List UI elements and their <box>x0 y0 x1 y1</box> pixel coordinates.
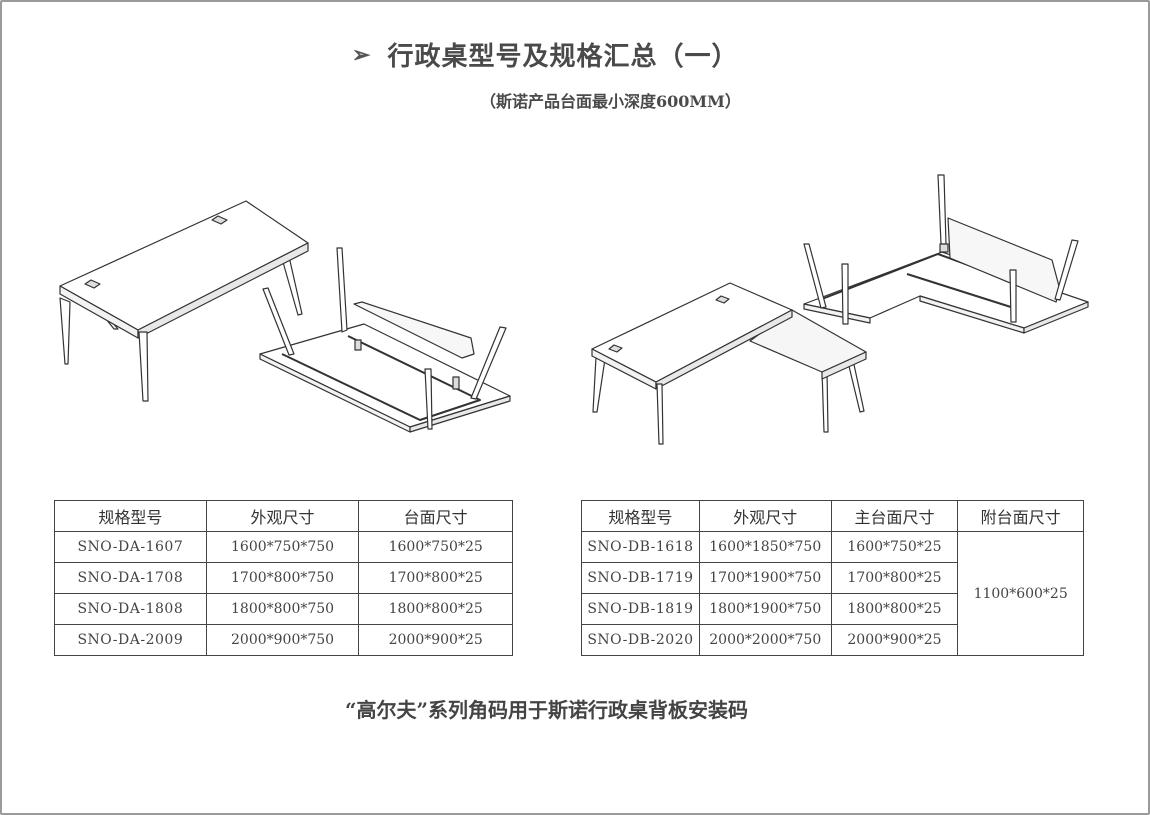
arrow-bullet-icon: ➢ <box>352 41 372 68</box>
table-row: SNO-DA-1708 1700*800*750 1700*800*25 <box>54 562 513 594</box>
table-cell: SNO-DB-1719 <box>581 562 700 594</box>
desk-b-upright-drawing <box>591 282 867 445</box>
table-cell: 2000*2000*750 <box>698 624 832 656</box>
table-cell: 1800*800*25 <box>358 593 513 625</box>
table-cell: 1600*750*25 <box>830 531 959 563</box>
table-row: SNO-DA-1607 1600*750*750 1600*750*25 <box>54 531 513 563</box>
table-cell: 1700*800*25 <box>830 562 959 594</box>
table-cell: SNO-DB-1618 <box>581 531 700 563</box>
desk-b-flipped-drawing <box>803 174 1089 334</box>
table-cell: 1600*750*25 <box>358 531 513 563</box>
page-title: ➢ 行政桌型号及规格汇总（一） <box>352 36 738 73</box>
page-title-text: 行政桌型号及规格汇总（一） <box>387 42 739 72</box>
table-row: SNO-DB-1618 1600*1850*750 1600*750*25 11… <box>581 531 1084 656</box>
spec-table-a: 规格型号 外观尺寸 台面尺寸 SNO-DA-1607 1600*750*750 … <box>54 500 513 656</box>
table-cell: 2000*900*25 <box>358 624 513 656</box>
table-cell: 1800*800*750 <box>205 593 360 625</box>
column-header-side-top-size: 附台面尺寸 <box>957 500 1084 532</box>
spec-table-b: 规格型号 外观尺寸 主台面尺寸 附台面尺寸 SNO-DB-1618 1600*1… <box>581 500 1084 656</box>
merged-side-top-size-cell: 1100*600*25 <box>957 531 1084 656</box>
table-cell: SNO-DB-1819 <box>581 593 700 625</box>
table-cell: 1600*1850*750 <box>698 531 832 563</box>
table-cell: 1700*1900*750 <box>698 562 832 594</box>
table-cell: 2000*900*25 <box>830 624 959 656</box>
table-cell: 1700*800*25 <box>358 562 513 594</box>
table-cell: SNO-DA-1607 <box>54 531 207 563</box>
column-header-overall-size: 外观尺寸 <box>205 500 360 532</box>
column-header-model: 规格型号 <box>54 500 207 532</box>
table-cell: SNO-DA-1808 <box>54 593 207 625</box>
column-header-model: 规格型号 <box>581 500 700 532</box>
column-header-overall-size: 外观尺寸 <box>698 500 832 532</box>
table-cell: 2000*900*750 <box>205 624 360 656</box>
table-row: SNO-DA-1808 1800*800*750 1800*800*25 <box>54 593 513 625</box>
desk-a-flipped-drawing <box>259 247 511 433</box>
table-row: SNO-DB-1819 1800*1900*750 1800*800*25 <box>581 593 1084 625</box>
table-header-row: 规格型号 外观尺寸 主台面尺寸 附台面尺寸 <box>581 500 1084 532</box>
column-header-top-size: 台面尺寸 <box>358 500 513 532</box>
footer-note: “高尔夫”系列角码用于斯诺行政桌背板安装码 <box>345 698 749 722</box>
desk-a-upright-drawing <box>59 200 309 402</box>
table-cell: 1700*800*750 <box>205 562 360 594</box>
table-header-row: 规格型号 外观尺寸 台面尺寸 <box>54 500 513 532</box>
table-row: SNO-DB-2020 2000*2000*750 2000*900*25 <box>581 624 1084 656</box>
table-row: SNO-DA-2009 2000*900*750 2000*900*25 <box>54 624 513 656</box>
table-cell: SNO-DA-2009 <box>54 624 207 656</box>
table-row: SNO-DB-1719 1700*1900*750 1700*800*25 <box>581 562 1084 594</box>
page-subtitle: （斯诺产品台面最小深度600MM） <box>480 92 741 111</box>
column-header-main-top-size: 主台面尺寸 <box>830 500 959 532</box>
table-cell: 1800*800*25 <box>830 593 959 625</box>
table-cell: 1600*750*750 <box>205 531 360 563</box>
table-cell: SNO-DA-1708 <box>54 562 207 594</box>
table-cell: SNO-DB-2020 <box>581 624 700 656</box>
table-cell: 1800*1900*750 <box>698 593 832 625</box>
